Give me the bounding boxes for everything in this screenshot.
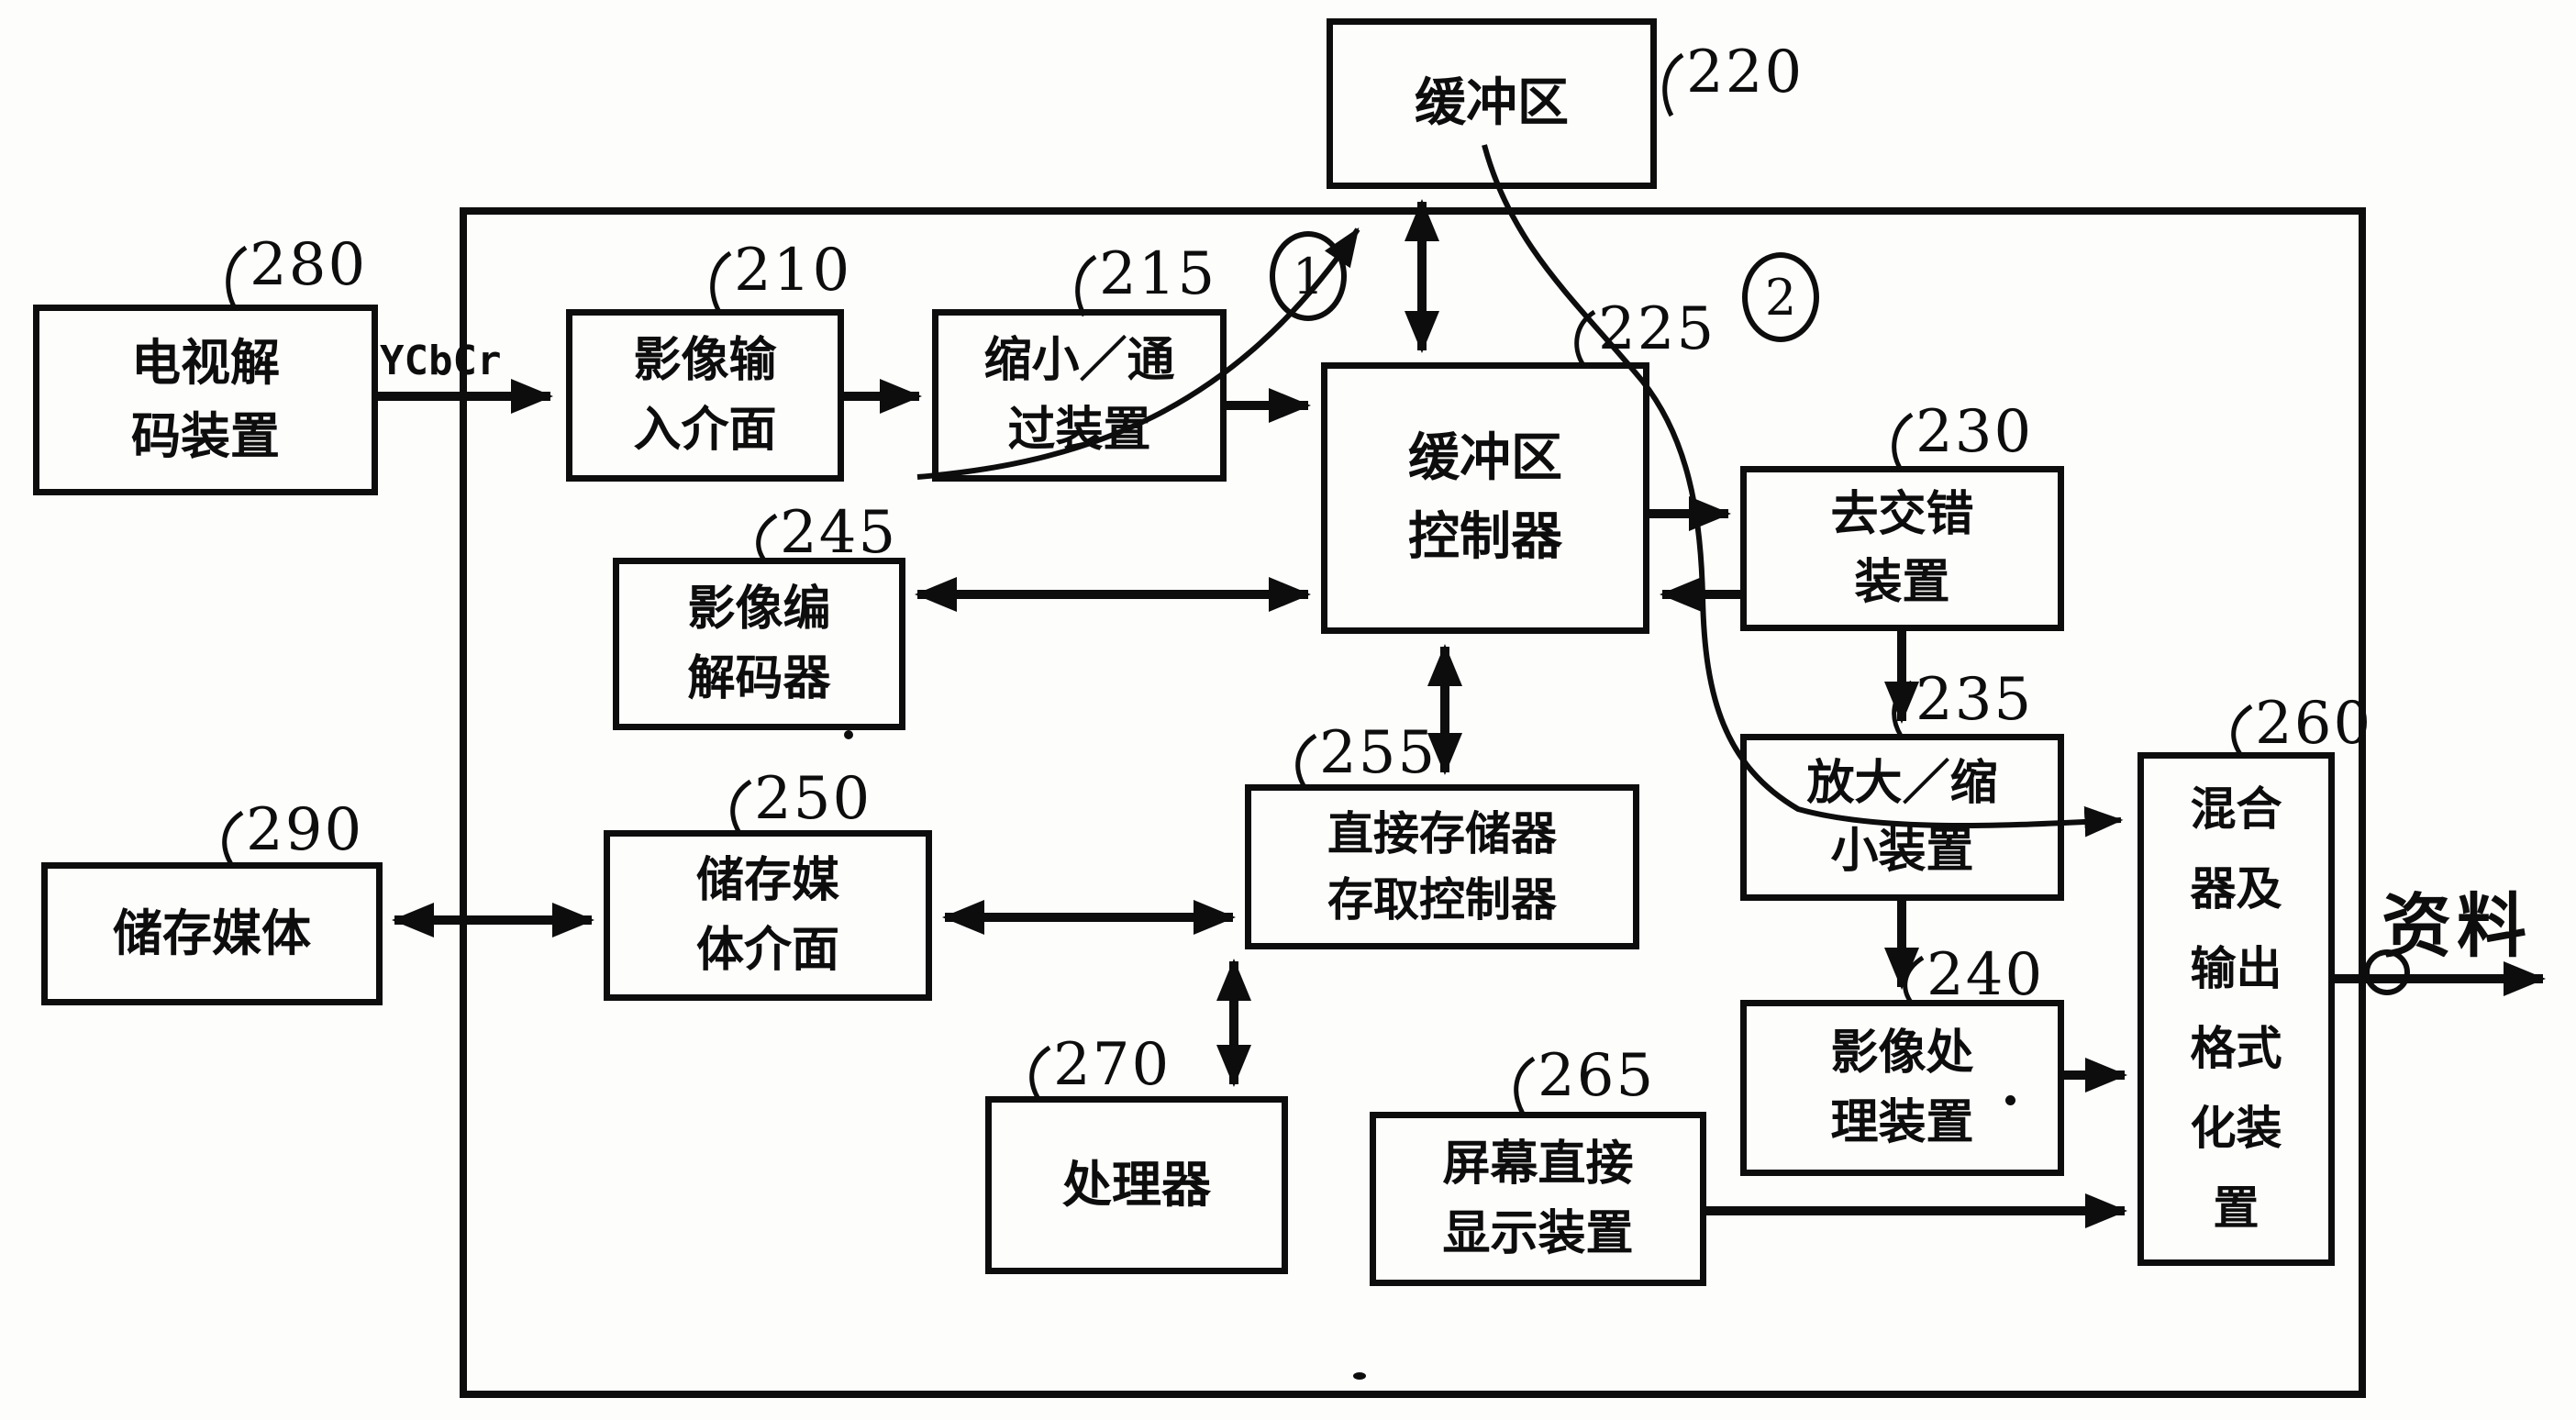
block-video-codec-245: 影像编 解码器 (613, 558, 905, 730)
leader-255 (1295, 733, 1317, 789)
block-text: 存取控制器 (1327, 873, 1557, 926)
ref-label-255: 255 (1319, 719, 1438, 787)
block-text: 小装置 (1830, 824, 1974, 879)
block-text: 输出 (2190, 942, 2282, 995)
block-video-processor-240: 影像处 理装置 (1740, 1000, 2064, 1176)
block-text: 混合 (2190, 782, 2282, 836)
block-shrink-pass-215: 缩小／通 过装置 (932, 309, 1227, 482)
leader-290 (222, 810, 244, 866)
scan-speck (514, 402, 521, 409)
block-deinterlacer-230: 去交错 装置 (1740, 466, 2064, 631)
ref-label-210: 210 (734, 237, 852, 305)
leader-220 (1662, 52, 1684, 117)
block-text: 缓冲区 (1415, 73, 1569, 133)
leader-235 (1892, 680, 1914, 738)
block-text: 屏幕直接 (1442, 1137, 1634, 1192)
ref-label-245: 245 (780, 499, 898, 567)
block-buffer-controller-225: 缓冲区 控制器 (1321, 362, 1649, 634)
leader-245 (756, 513, 778, 563)
scan-speck (2005, 1095, 2015, 1105)
block-text: 直接存储器 (1327, 807, 1557, 860)
block-text: 化装 (2190, 1102, 2282, 1155)
leader-225 (1574, 309, 1596, 367)
ref-label-225: 225 (1598, 295, 1716, 363)
block-text: 解码器 (687, 651, 831, 706)
leader-215 (1075, 254, 1097, 317)
block-scaler-235: 放大／缩 小装置 (1740, 734, 2064, 901)
block-text: 装置 (1854, 555, 1950, 610)
block-text: 缩小／通 (983, 333, 1175, 388)
circled-1-annotation: 1 (1270, 231, 1347, 321)
ref-label-270: 270 (1053, 1031, 1171, 1099)
leader-280 (226, 245, 248, 310)
ref-label-280: 280 (250, 231, 368, 299)
block-text: 影像输 (633, 333, 777, 388)
data-out-label: 资料 (2382, 885, 2532, 967)
block-text: 格式 (2190, 1022, 2282, 1075)
block-buffer-220: 缓冲区 (1327, 18, 1657, 189)
ref-label-265: 265 (1538, 1042, 1656, 1110)
block-tv-decoder-280: 电视解 码装置 (33, 305, 378, 495)
leader-230 (1892, 412, 1914, 471)
ycbcr-signal-label: YCbCr (380, 338, 502, 384)
circled-2-annotation: 2 (1742, 252, 1819, 342)
ref-label-215: 215 (1099, 240, 1217, 308)
scan-speck (844, 730, 853, 739)
block-text: 储存媒体 (113, 904, 311, 962)
block-storage-if-250: 储存媒 体介面 (604, 830, 932, 1001)
block-osd-265: 屏幕直接 显示装置 (1370, 1112, 1706, 1286)
block-video-input-210: 影像输 入介面 (566, 309, 844, 482)
leader-270 (1029, 1045, 1051, 1101)
circled-1-text: 1 (1292, 247, 1325, 305)
ref-label-290: 290 (246, 796, 364, 864)
block-text: 过装置 (1007, 403, 1151, 458)
ref-label-220: 220 (1686, 39, 1804, 106)
block-text: 放大／缩 (1806, 756, 1998, 811)
block-processor-270: 处理器 (985, 1096, 1288, 1274)
block-text: 影像处 (1830, 1026, 1974, 1081)
block-storage-media-290: 储存媒体 (41, 862, 383, 1005)
block-text: 储存媒 (695, 853, 839, 908)
block-text: 显示装置 (1442, 1206, 1634, 1261)
block-text: 码装置 (131, 407, 280, 465)
block-text: 电视解 (131, 334, 280, 392)
ref-label-250: 250 (754, 765, 872, 833)
block-dma-controller-255: 直接存储器 存取控制器 (1245, 784, 1639, 949)
leader-240 (1903, 955, 1925, 1005)
ref-label-230: 230 (1915, 398, 2034, 466)
block-text: 处理器 (1062, 1156, 1211, 1214)
ref-label-235: 235 (1915, 666, 2034, 734)
leader-250 (730, 779, 752, 835)
leader-265 (1514, 1056, 1536, 1115)
block-text: 影像编 (687, 582, 831, 637)
leader-260 (2231, 704, 2253, 756)
block-text: 入介面 (633, 403, 777, 458)
block-text: 体介面 (695, 923, 839, 978)
block-text: 去交错 (1830, 487, 1974, 542)
block-text: 理装置 (1830, 1095, 1974, 1150)
circled-2-text: 2 (1764, 268, 1797, 327)
block-text: 器及 (2190, 862, 2282, 915)
block-text: 控制器 (1408, 507, 1562, 567)
block-text: 缓冲区 (1408, 428, 1562, 488)
leader-210 (710, 250, 732, 314)
ref-label-260: 260 (2255, 690, 2373, 758)
block-text: 置 (2213, 1181, 2260, 1235)
scan-speck (1353, 1372, 1366, 1380)
ref-label-240: 240 (1926, 941, 2045, 1009)
block-mixer-formatter-260: 混合 器及 输出 格式 化装 置 (2137, 752, 2335, 1266)
